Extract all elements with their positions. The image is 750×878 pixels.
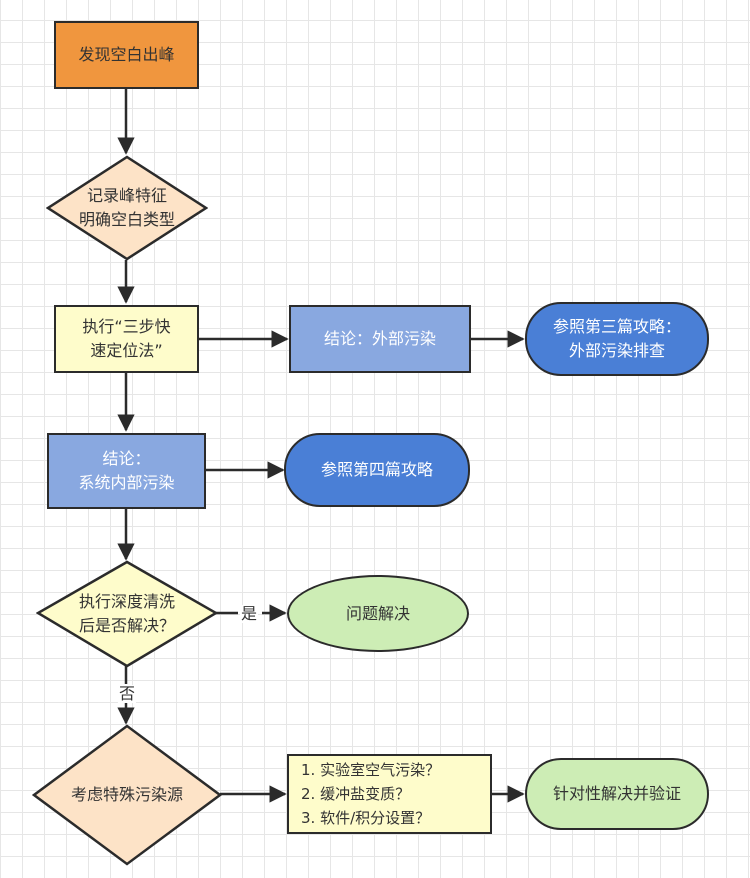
special-sources-decision-label: 考虑特殊污染源 [70, 785, 183, 804]
reference-guide-3-node[interactable]: 参照第三篇攻略： 外部污染排查 [525, 302, 709, 376]
three-step-node[interactable]: 执行“三步快 速定位法” [54, 305, 199, 373]
diamond-shape [32, 724, 222, 866]
targeted-fix-verify-node[interactable]: 针对性解决并验证 [525, 758, 709, 830]
deep-clean-decision-label: 执行深度清洗 后是否解决？ [78, 592, 175, 635]
record-decision-node[interactable]: 记录峰特征 明确空白类型 [46, 155, 208, 261]
yes-label: 是 [240, 604, 259, 623]
checklist-node[interactable]: 1. 实验室空气污染？ 2. 缓冲盐变质？ 3. 软件/积分设置？ [287, 754, 492, 834]
external-conclusion-node[interactable]: 结论：外部污染 [289, 305, 471, 373]
diamond-shape [36, 560, 218, 668]
problem-solved-node[interactable]: 问题解决 [287, 575, 469, 652]
diamond-shape [46, 155, 208, 261]
reference-guide-4-node[interactable]: 参照第四篇攻略 [284, 433, 470, 507]
no-label: 否 [118, 684, 137, 703]
deep-clean-decision-node[interactable]: 执行深度清洗 后是否解决？ [36, 560, 218, 668]
record-decision-label: 记录峰特征 明确空白类型 [78, 186, 175, 229]
special-sources-decision-node[interactable]: 考虑特殊污染源 [32, 724, 222, 866]
internal-conclusion-node[interactable]: 结论： 系统内部污染 [47, 433, 206, 509]
start-node[interactable]: 发现空白出峰 [54, 21, 199, 89]
